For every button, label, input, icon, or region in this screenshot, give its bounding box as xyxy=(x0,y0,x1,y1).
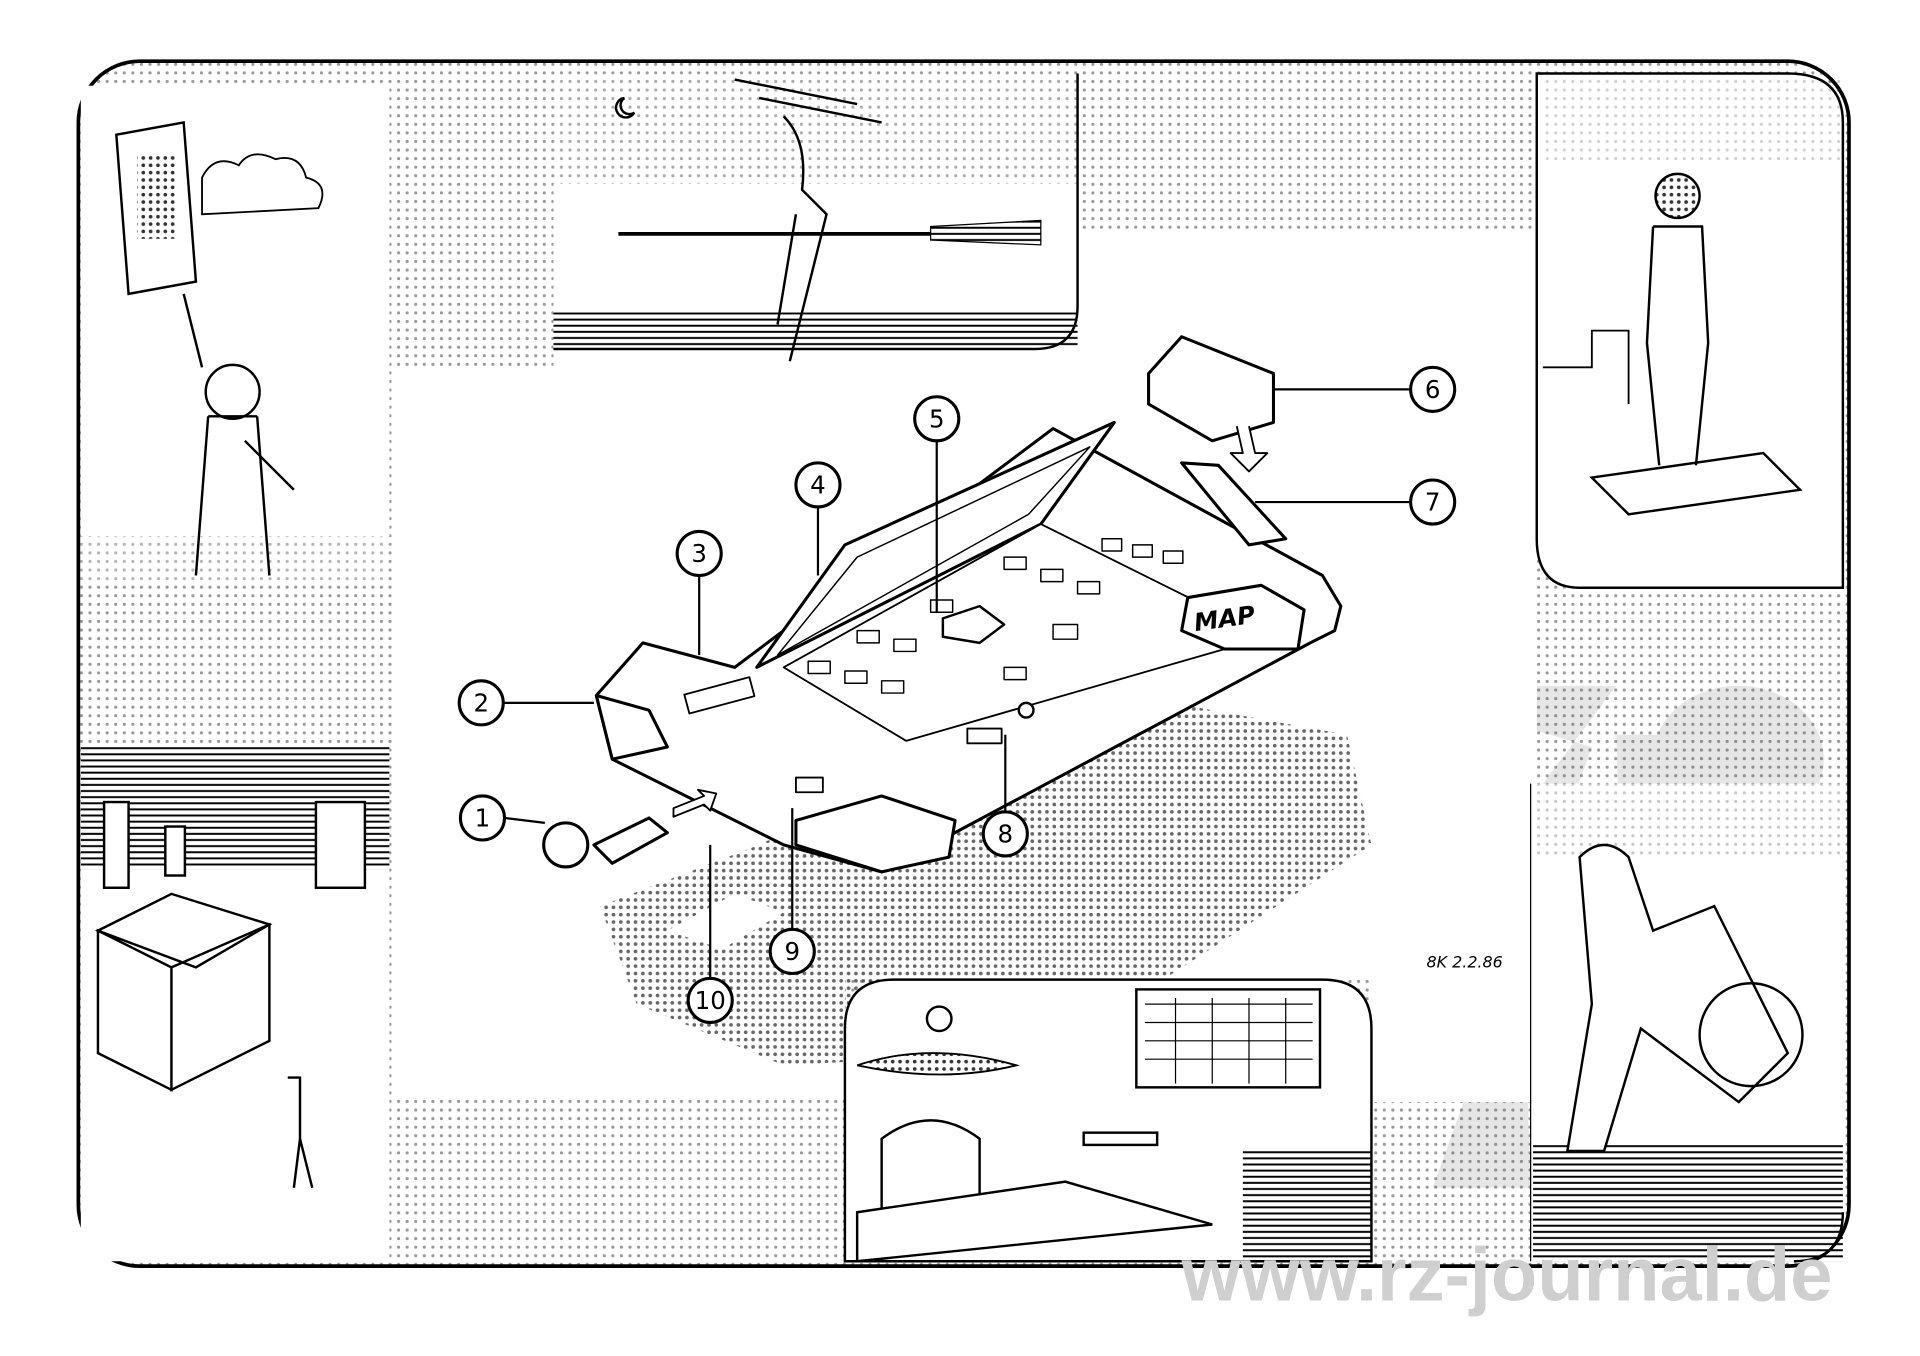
callout-8: 8 xyxy=(981,810,1029,858)
watermark-text: www.rz-journal.de xyxy=(1181,1232,1833,1317)
svg-text:4: 4 xyxy=(810,470,826,499)
central-hub xyxy=(941,604,1006,645)
panel-kitchen xyxy=(843,978,1373,1263)
svg-text:9: 9 xyxy=(784,937,800,966)
front-bumper xyxy=(794,794,957,874)
callout-6: 6 xyxy=(1409,365,1457,413)
card-slot xyxy=(683,676,756,715)
keyboard-keys xyxy=(807,538,1184,694)
outer-frame xyxy=(76,59,1851,1268)
callout-7: 7 xyxy=(1409,478,1457,526)
callout-5: 5 xyxy=(913,395,961,443)
port-jack xyxy=(1017,701,1035,719)
cartridge-module xyxy=(1147,335,1276,443)
cable-plug xyxy=(542,821,590,869)
svg-text:5: 5 xyxy=(929,404,945,433)
side-panel xyxy=(1180,461,1288,547)
left-bumper xyxy=(594,693,669,761)
panel-flying-box xyxy=(80,746,390,1262)
callout-9: 9 xyxy=(768,927,816,976)
device-lid xyxy=(755,420,1116,669)
cable-connector xyxy=(592,816,669,865)
callout-4: 4 xyxy=(794,461,842,509)
callouts: 1 2 3 4 5 6 7 8 9 10 xyxy=(457,365,1457,1024)
svg-text:10: 10 xyxy=(695,986,726,1015)
callout-leaders xyxy=(503,388,1411,979)
svg-text:1: 1 xyxy=(475,803,491,832)
svg-text:3: 3 xyxy=(691,539,707,568)
svg-text:8: 8 xyxy=(998,819,1014,848)
callout-2: 2 xyxy=(457,679,505,727)
svg-text:2: 2 xyxy=(473,688,489,717)
map-block xyxy=(1180,583,1306,651)
panel-dinosaur xyxy=(1530,783,1845,1263)
artist-signature: 8K 2.2.86 xyxy=(1427,952,1503,971)
panel-witch xyxy=(553,73,1079,362)
svg-text:6: 6 xyxy=(1425,375,1441,404)
callout-1: 1 xyxy=(458,794,507,842)
callout-3: 3 xyxy=(675,529,723,578)
panel-hoverboard xyxy=(1535,72,1845,589)
callout-10: 10 xyxy=(686,976,734,1024)
computer-device: MAP xyxy=(542,335,1343,874)
panel-soldier xyxy=(80,85,390,581)
svg-text:7: 7 xyxy=(1425,488,1441,517)
